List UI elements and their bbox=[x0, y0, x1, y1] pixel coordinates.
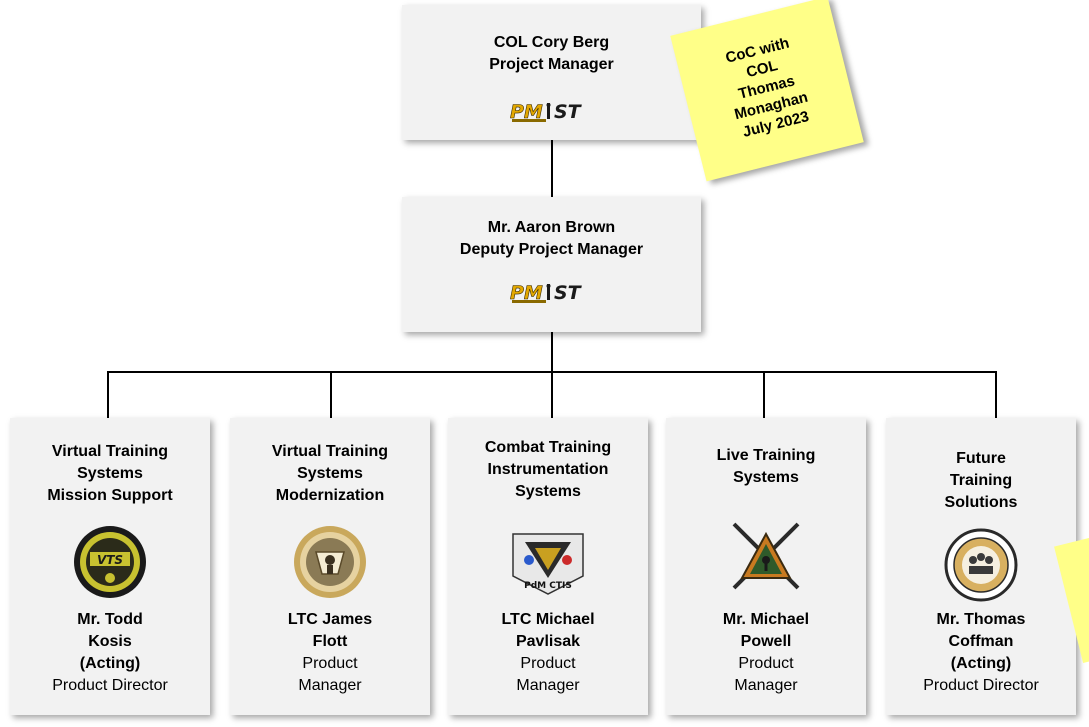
unit-title-line: Systems bbox=[77, 465, 143, 482]
unit-title-line: Modernization bbox=[275, 487, 385, 504]
connector-top-deputy bbox=[551, 140, 553, 197]
unit-leader-name: Pavlisak bbox=[515, 633, 581, 650]
unit-title-line: Solutions bbox=[944, 494, 1018, 511]
unit-leader-name: Powell bbox=[740, 633, 792, 650]
unit-box-future-training: Future Training Solutions Mr. Thomas Cof… bbox=[886, 418, 1076, 715]
unit-title-line: Virtual Training bbox=[51, 443, 169, 460]
unit-title-line: Combat Training bbox=[484, 439, 612, 456]
unit-title-line: Systems bbox=[733, 469, 799, 486]
deputy-name: Mr. Aaron Brown bbox=[487, 219, 616, 236]
unit-leader-name: Mr. Thomas bbox=[936, 611, 1026, 628]
svg-text:ST: ST bbox=[554, 282, 583, 304]
connector-drop-3 bbox=[551, 371, 553, 418]
pmst-logo: PM ST bbox=[402, 282, 701, 304]
unit-box-ctis: Combat Training Instrumentation Systems … bbox=[448, 418, 648, 715]
pm-name: COL Cory Berg bbox=[493, 34, 610, 51]
unit-box-vts-mission-support: Virtual Training Systems Mission Support… bbox=[10, 418, 210, 715]
unit-leader-name: (Acting) bbox=[79, 655, 141, 672]
svg-text:ST: ST bbox=[554, 101, 583, 123]
connector-drop-1 bbox=[107, 371, 109, 418]
unit-leader-role: Manager bbox=[734, 677, 798, 694]
unit-leader-name: LTC James bbox=[287, 611, 373, 628]
deputy-role: Deputy Project Manager bbox=[459, 241, 644, 258]
connector-deputy-bus bbox=[551, 332, 553, 371]
pdm-ctis-emblem: PdM CTIS bbox=[448, 528, 648, 598]
unit-box-live-training: Live Training Systems Mr. Michael Powell… bbox=[666, 418, 866, 715]
unit-title-line: Future bbox=[956, 450, 1006, 467]
connector-drop-5 bbox=[995, 371, 997, 418]
unit-title-line: Live Training bbox=[716, 447, 816, 464]
unit-title-line: Virtual Training bbox=[271, 443, 389, 460]
fts-seal bbox=[886, 528, 1076, 602]
connector-drop-4 bbox=[763, 371, 765, 418]
pdm-ctis-label: PdM CTIS bbox=[524, 581, 572, 591]
unit-leader-name: LTC Michael bbox=[501, 611, 595, 628]
unit-leader-role: Manager bbox=[516, 677, 580, 694]
unit-leader-name: (Acting) bbox=[950, 655, 1012, 672]
unit-leader-role: Product Director bbox=[923, 677, 1039, 694]
deputy-box: Mr. Aaron Brown Deputy Project Manager P… bbox=[402, 197, 701, 332]
unit-leader-name: Coffman bbox=[948, 633, 1014, 650]
unit-title-line: Mission Support bbox=[47, 487, 173, 504]
unit-leader-name: Kosis bbox=[88, 633, 132, 650]
svg-text:PM: PM bbox=[510, 101, 543, 123]
unit-leader-role: Product bbox=[520, 655, 576, 672]
svg-text:PM: PM bbox=[510, 282, 543, 304]
unit-title-line: Instrumentation bbox=[487, 461, 609, 478]
product-manager-seal bbox=[230, 524, 430, 600]
unit-leader-role: Product bbox=[738, 655, 794, 672]
unit-leader-name: Flott bbox=[312, 633, 348, 650]
crossed-rifles-emblem bbox=[666, 516, 866, 596]
unit-leader-name: Mr. Todd bbox=[77, 611, 143, 628]
unit-leader-role: Product Director bbox=[52, 677, 168, 694]
unit-leader-name: Mr. Michael bbox=[722, 611, 810, 628]
svg-text:VTS: VTS bbox=[97, 553, 123, 567]
connector-drop-2 bbox=[330, 371, 332, 418]
unit-title-line: Systems bbox=[515, 483, 581, 500]
unit-leader-role: Product bbox=[302, 655, 358, 672]
pm-role: Project Manager bbox=[489, 56, 614, 73]
unit-box-vts-modernization: Virtual Training Systems Modernization L… bbox=[230, 418, 430, 715]
pm-box: COL Cory Berg Project Manager PM ST bbox=[402, 5, 701, 140]
unit-title-line: Systems bbox=[297, 465, 363, 482]
unit-title-line: Training bbox=[949, 472, 1013, 489]
unit-leader-role: Manager bbox=[298, 677, 362, 694]
pmst-logo: PM ST bbox=[402, 101, 701, 123]
vts-product-director-seal: VTS bbox=[10, 524, 210, 600]
